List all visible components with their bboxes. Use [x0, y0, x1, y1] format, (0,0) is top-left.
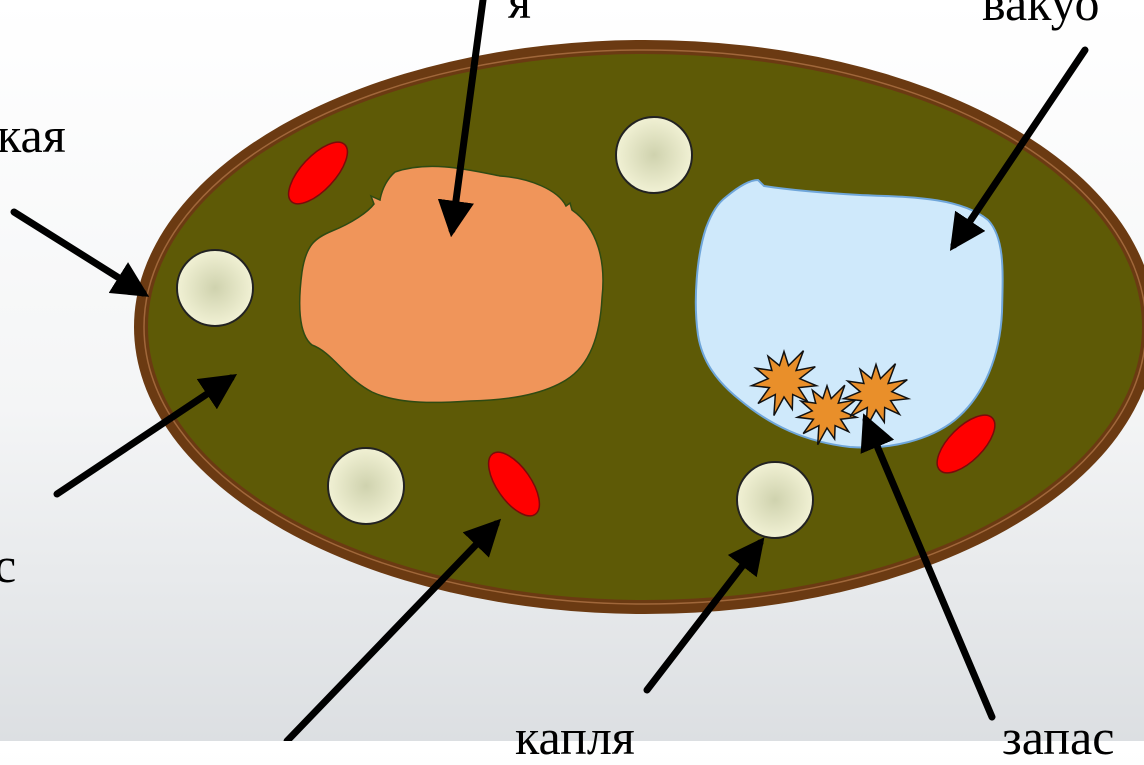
label-droplet: капля: [515, 712, 635, 762]
label-vacuole: вакуо: [982, 0, 1099, 28]
droplet: [177, 250, 253, 326]
droplet: [616, 117, 692, 193]
droplet: [328, 448, 404, 524]
droplet: [737, 462, 813, 538]
label-membrane: кая: [0, 110, 66, 160]
label-cytoplasm: с: [0, 540, 16, 590]
label-reserve: запас: [1002, 712, 1114, 762]
label-nucleus: я: [508, 0, 531, 26]
arrow-membrane: [14, 212, 143, 293]
plant-cell-diagram: [0, 0, 1144, 741]
